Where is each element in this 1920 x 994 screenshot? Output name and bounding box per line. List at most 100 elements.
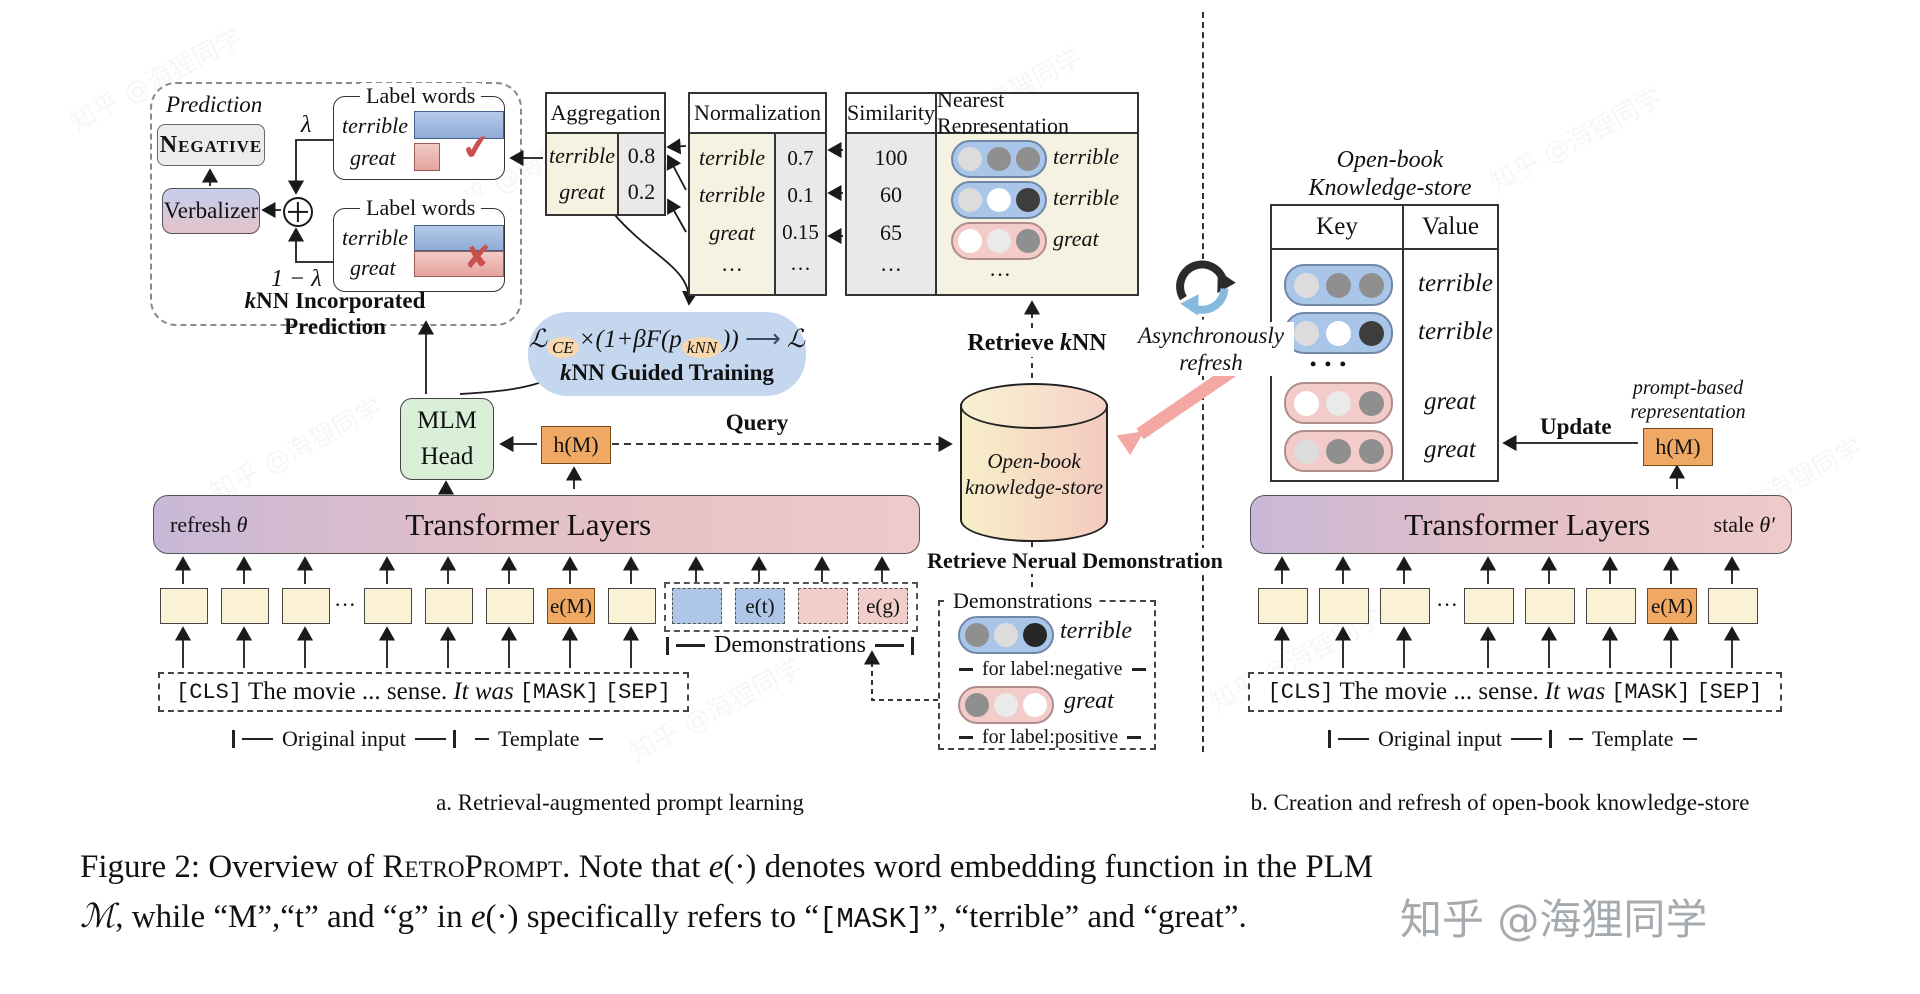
- embedding-dot: [1326, 320, 1351, 346]
- embedding-dot: [994, 623, 1018, 647]
- hidden-mask-box: h(M): [541, 426, 611, 464]
- formula-mid: ×(1+βF(p: [578, 326, 682, 353]
- check-icon: ✔: [459, 126, 494, 170]
- lambda-label: λ: [296, 112, 317, 139]
- loss-subscript-ce: CE: [546, 337, 579, 358]
- embedding-dot: [1293, 272, 1319, 298]
- sep-token: [SEP]: [604, 679, 671, 705]
- caption-text: , while “M”,“t” and “g” in: [115, 899, 471, 935]
- stale-word: stale: [1713, 511, 1760, 537]
- input-sentence-right: [CLS] The movie ... sense. It was [MASK]…: [1248, 672, 1782, 712]
- embedding-dot: [958, 229, 982, 253]
- knn-prediction-box: [150, 82, 522, 326]
- embedding-dot: [1358, 390, 1384, 416]
- formula-subscript-knn: kNN: [681, 337, 723, 358]
- template-text: It was: [453, 678, 514, 705]
- e-symbol: e: [708, 849, 724, 885]
- caption-text: denotes word embedding function in the P…: [756, 849, 1374, 885]
- token-box: [282, 588, 330, 624]
- key-embedding-pill: [1284, 264, 1393, 306]
- retrieved-demos-title: Demonstrations: [948, 588, 1098, 614]
- verbalizer-box: Verbalizer: [162, 188, 260, 234]
- label-words-box-bottom: Label words terrible great: [333, 195, 505, 292]
- agg-value: 0.8: [627, 143, 656, 169]
- demonstrations-bracket: Demonstrations: [666, 632, 915, 659]
- figure-caption-line1: Figure 2: Overview of RetroPrompt. Note …: [80, 842, 1880, 892]
- zhihu-watermark: 知乎 @海狸同学: [1400, 895, 1708, 944]
- embedding-dot: [1326, 390, 1351, 416]
- token-box: [221, 588, 269, 624]
- refresh-theta-label: refresh θ: [170, 512, 247, 538]
- store-title-line: Open-book: [1336, 147, 1444, 173]
- demo-token-box: [672, 588, 722, 624]
- plus-circle-combiner: [283, 197, 313, 227]
- embedding-dot: [965, 623, 989, 647]
- knowledge-store-cylinder: Open-book knowledge-store: [960, 404, 1108, 542]
- original-input-bracket: Original input: [1328, 726, 1553, 752]
- key-embedding-pill: [1284, 382, 1393, 424]
- formula-arrow: ⟶: [744, 326, 781, 353]
- embedding-dot: [1293, 438, 1319, 464]
- input-text: The movie ... sense.: [1339, 678, 1539, 705]
- embedding-dot: [1358, 320, 1384, 346]
- retrieve-neural-demo-label: Retrieve Nerual Demonstration: [920, 548, 1230, 574]
- embedding-dot: [1293, 320, 1319, 346]
- hidden-mask-box-right: h(M): [1643, 428, 1713, 466]
- value-word: terrible: [1418, 318, 1493, 345]
- cylinder-line: Open-book: [987, 449, 1081, 473]
- embedding-dot: [1016, 229, 1040, 253]
- key-value-table: Key Value • • • terrible: [1270, 204, 1499, 482]
- embedding-dot: [987, 147, 1011, 171]
- similarity-header: Similarity: [847, 94, 937, 132]
- caption-text: ”, “terrible” and “great”.: [923, 899, 1247, 935]
- label-word: great: [350, 255, 396, 280]
- agg-word: terrible: [549, 143, 615, 169]
- figure-caption: Figure 2: Overview of RetroPrompt. Note …: [80, 842, 1880, 945]
- token-box: [425, 588, 473, 624]
- normalization-header: Normalization: [690, 94, 825, 134]
- key-embedding-pill: [1284, 430, 1393, 472]
- demo-token-great-embedding: e(g): [858, 588, 908, 624]
- e-args: (·): [723, 849, 757, 885]
- label-word: terrible: [342, 225, 408, 250]
- demo-token-terrible-embedding: e(t): [735, 588, 785, 624]
- retrieve-knn-label: Retrieve kNN: [950, 330, 1124, 357]
- cls-token: [CLS]: [176, 679, 243, 705]
- theta-symbol: θ: [236, 511, 248, 537]
- cylinder-top: [960, 383, 1108, 429]
- embedding-dot: [1293, 390, 1319, 416]
- transformer-layers-left: refresh θ Transformer Layers: [153, 495, 920, 554]
- token-box-mask-embedding: e(M): [1647, 588, 1697, 624]
- template-text: It was: [1544, 678, 1606, 705]
- aggregation-header: Aggregation: [547, 94, 664, 134]
- input-sentence-left: [CLS] The movie ... sense. It was [MASK]…: [158, 672, 689, 712]
- for-label-negative: for label:negative: [982, 658, 1123, 680]
- figure-caption-line2: ℳ, while “M”,“t” and “g” in e(·) specifi…: [80, 892, 1880, 945]
- demonstrations-bracket-label: Demonstrations: [714, 632, 866, 658]
- sim-value: 100: [874, 145, 908, 171]
- rep-word: terrible: [1053, 185, 1119, 210]
- async-line: Asynchronously: [1137, 323, 1285, 348]
- token-box: [1319, 588, 1369, 624]
- demo-word: terrible: [1060, 618, 1132, 644]
- demo-word: great: [1064, 688, 1114, 714]
- theta-prime-symbol: θ′: [1759, 511, 1775, 537]
- panel-b-caption: b. Creation and refresh of open-book kno…: [1250, 790, 1750, 815]
- nearest-representation-header: Nearest Representation: [937, 87, 1069, 138]
- demo-token-group: [664, 582, 918, 632]
- mask-token: [MASK]: [818, 903, 924, 936]
- demo-token-box: [798, 588, 848, 624]
- embedding-pill: [951, 181, 1047, 219]
- loss-symbol: ℒ: [528, 326, 547, 353]
- training-k: k: [560, 360, 572, 385]
- template-bracket: Template: [1562, 726, 1702, 752]
- mlm-line: MLM: [417, 407, 477, 434]
- knn-rest: NN Incorporated Prediction: [256, 288, 426, 339]
- transformer-layers-label: Transformer Layers: [405, 506, 652, 542]
- prob-bar-great: [414, 251, 504, 277]
- aggregation-table: Aggregation terrible great 0.8 0.2: [545, 92, 666, 216]
- label-word: great: [350, 145, 396, 170]
- template-bracket: Template: [468, 726, 608, 752]
- token-box: [1586, 588, 1636, 624]
